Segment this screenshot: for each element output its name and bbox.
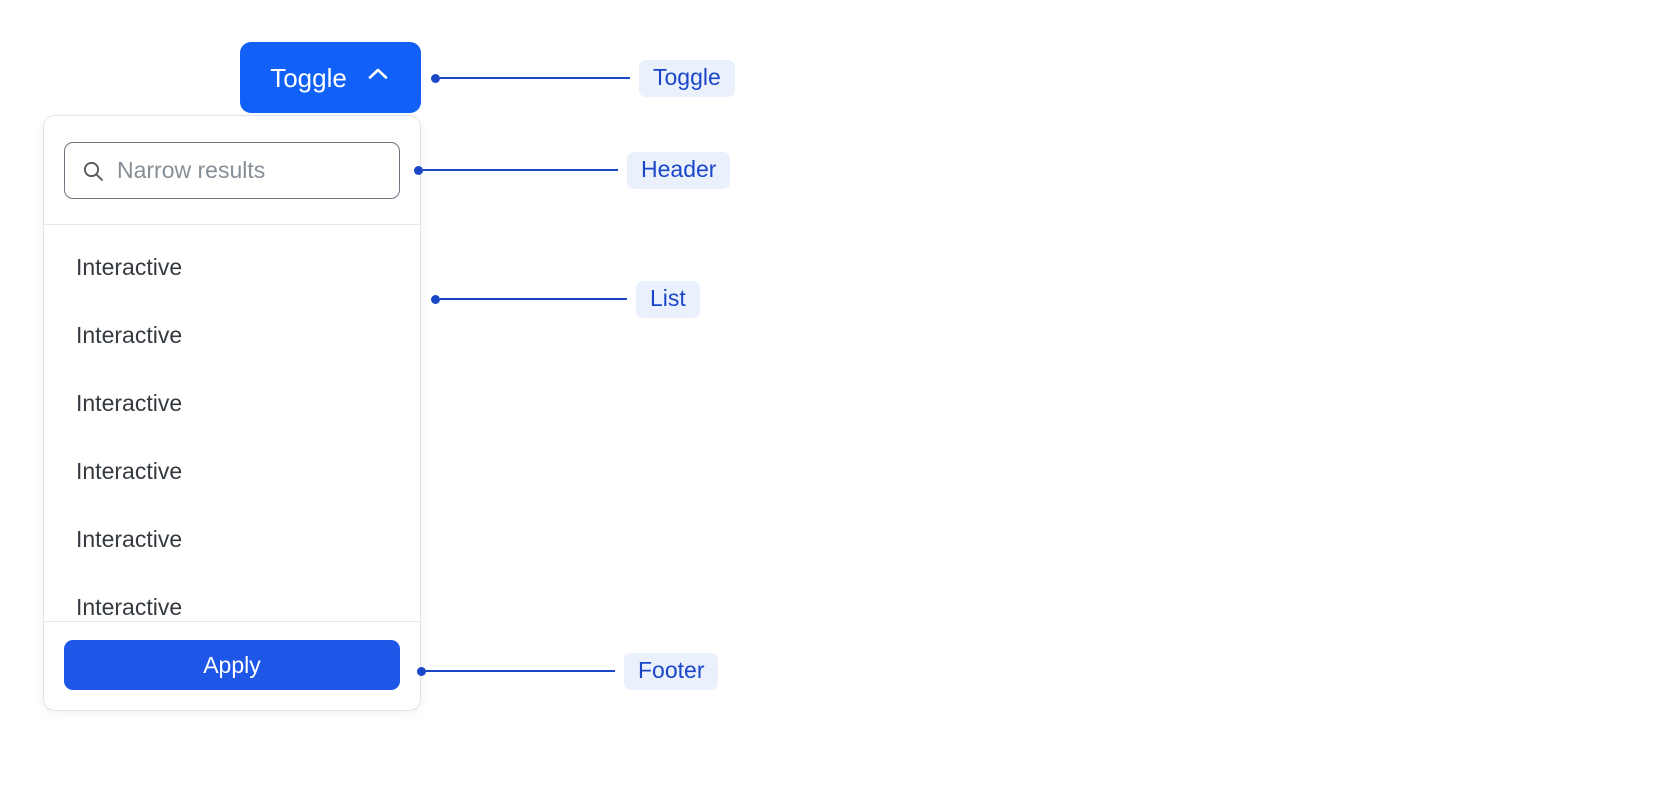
callout-label-header: Header — [627, 151, 731, 189]
panel-header — [44, 116, 420, 225]
list-item[interactable]: Interactive — [76, 253, 183, 280]
list-item[interactable]: Interactive — [76, 457, 183, 484]
panel-footer: Apply — [44, 621, 420, 710]
toggle-button[interactable]: Toggle — [240, 42, 421, 113]
callout-label-list: List — [636, 280, 700, 318]
apply-button[interactable]: Apply — [64, 640, 400, 690]
list-item[interactable]: Interactive — [76, 321, 183, 348]
toggle-button-label: Toggle — [270, 62, 347, 93]
callout-line — [440, 77, 630, 79]
list-item[interactable]: Interactive — [76, 593, 183, 620]
callout-label-toggle: Toggle — [639, 59, 735, 97]
callout-line — [426, 670, 615, 672]
callout-list: List — [431, 280, 700, 318]
search-box[interactable] — [64, 142, 413, 199]
search-icon — [81, 159, 105, 183]
chevron-up-icon — [365, 61, 391, 94]
callout-line — [440, 298, 627, 300]
panel-list: Interactive Interactive Interactive Inte… — [44, 225, 420, 621]
list-item[interactable]: Interactive — [76, 525, 183, 552]
callout-dot — [414, 165, 423, 175]
search-input[interactable] — [117, 143, 413, 198]
callout-line — [423, 169, 618, 171]
callout-header: Header — [414, 151, 731, 189]
list-item[interactable]: Interactive — [76, 389, 183, 416]
dropdown-panel: Interactive Interactive Interactive Inte… — [43, 115, 421, 711]
callout-label-footer: Footer — [624, 652, 719, 690]
callout-dot — [431, 73, 440, 83]
callout-toggle: Toggle — [431, 59, 735, 97]
callout-footer: Footer — [417, 652, 719, 690]
callout-dot — [431, 294, 440, 304]
callout-dot — [417, 666, 426, 676]
